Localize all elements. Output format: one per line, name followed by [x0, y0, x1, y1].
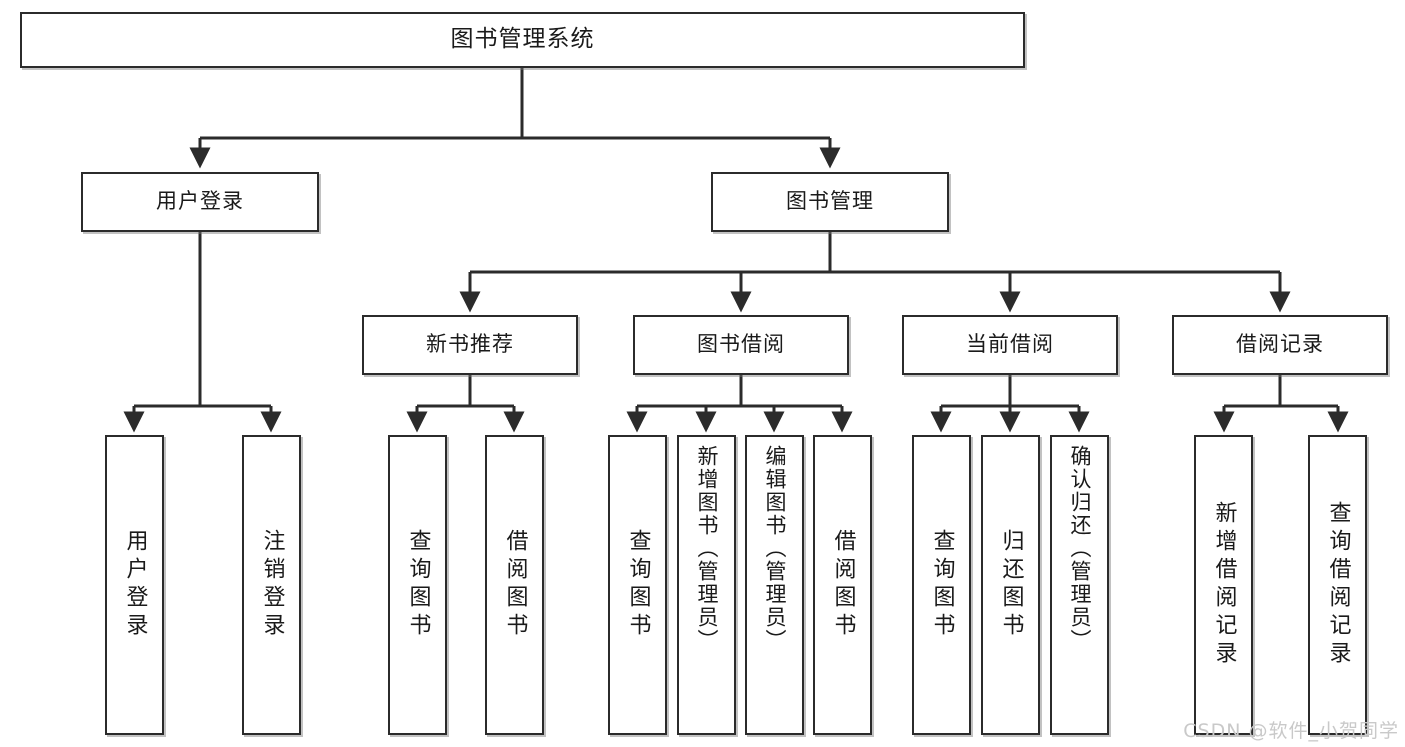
leaf-borrow-edit-book[interactable]: 编辑图书（管理员） — [745, 435, 804, 735]
node-root-system[interactable]: 图书管理系统 — [20, 12, 1025, 68]
leaf-label: 借阅图书 — [502, 529, 528, 641]
leaf-label: 新增图书（管理员） — [695, 445, 719, 652]
leaf-label: 编辑图书（管理员） — [763, 445, 787, 652]
leaf-logout[interactable]: 注销登录 — [242, 435, 301, 735]
node-new-book-recommend[interactable]: 新书推荐 — [362, 315, 578, 375]
node-label: 新书推荐 — [426, 332, 514, 357]
node-label: 用户登录 — [156, 189, 244, 214]
leaf-record-query[interactable]: 查询借阅记录 — [1308, 435, 1367, 735]
leaf-label: 归还图书 — [998, 529, 1024, 641]
leaf-label: 查询图书 — [929, 529, 955, 641]
leaf-label: 借阅图书 — [830, 529, 856, 641]
leaf-label: 用户登录 — [122, 529, 148, 641]
leaf-label: 查询图书 — [405, 529, 431, 641]
leaf-label: 新增借阅记录 — [1211, 501, 1237, 669]
leaf-label: 确认归还（管理员） — [1068, 445, 1092, 652]
node-label: 借阅记录 — [1236, 332, 1324, 357]
node-book-management[interactable]: 图书管理 — [711, 172, 949, 232]
leaf-borrow-add-book[interactable]: 新增图书（管理员） — [677, 435, 736, 735]
node-user-login[interactable]: 用户登录 — [81, 172, 319, 232]
leaf-borrow-query-book[interactable]: 查询图书 — [608, 435, 667, 735]
node-current-loan[interactable]: 当前借阅 — [902, 315, 1118, 375]
leaf-user-login[interactable]: 用户登录 — [105, 435, 164, 735]
node-book-borrow[interactable]: 图书借阅 — [633, 315, 849, 375]
node-loan-record[interactable]: 借阅记录 — [1172, 315, 1388, 375]
leaf-current-return-book[interactable]: 归还图书 — [981, 435, 1040, 735]
leaf-current-query-book[interactable]: 查询图书 — [912, 435, 971, 735]
node-label: 图书管理 — [786, 189, 874, 214]
leaf-current-confirm-return[interactable]: 确认归还（管理员） — [1050, 435, 1109, 735]
leaf-record-add[interactable]: 新增借阅记录 — [1194, 435, 1253, 735]
node-label: 图书管理系统 — [450, 26, 595, 53]
node-label: 当前借阅 — [966, 332, 1054, 357]
leaf-label: 查询借阅记录 — [1325, 501, 1351, 669]
leaf-rec-query-book[interactable]: 查询图书 — [388, 435, 447, 735]
leaf-rec-borrow-book[interactable]: 借阅图书 — [485, 435, 544, 735]
leaf-label: 注销登录 — [259, 529, 285, 641]
node-label: 图书借阅 — [697, 332, 785, 357]
leaf-label: 查询图书 — [625, 529, 651, 641]
leaf-borrow-lend-book[interactable]: 借阅图书 — [813, 435, 872, 735]
